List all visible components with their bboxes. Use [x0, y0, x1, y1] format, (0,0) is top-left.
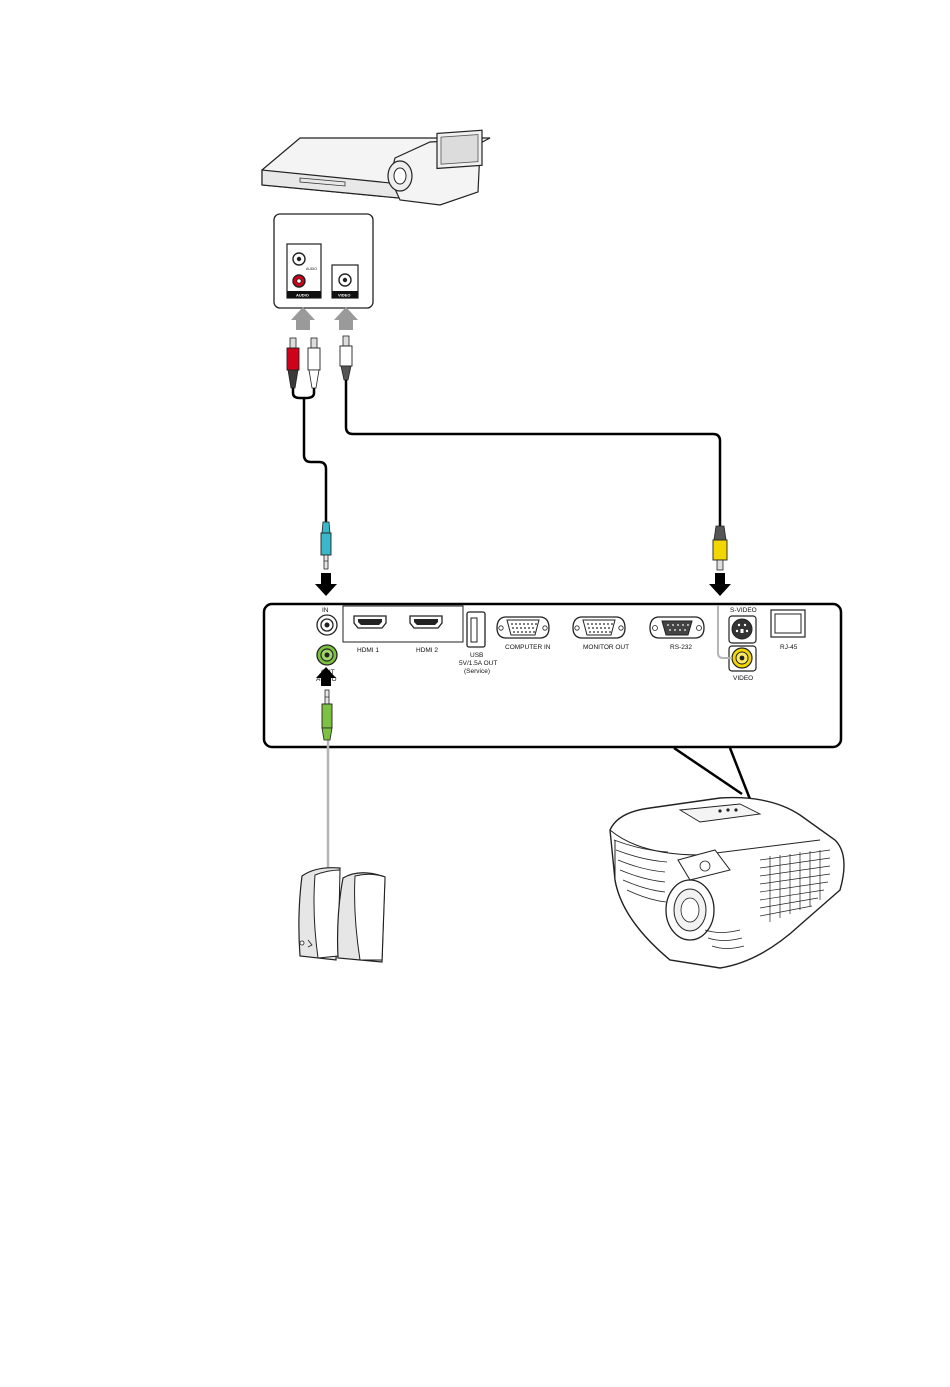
source-output-panel: AUDIO AUDIO VIDEO: [274, 214, 373, 308]
video-label: VIDEO: [733, 675, 753, 682]
video-source-devices-illustration: [262, 130, 490, 205]
hdmi2-label: HDMI 2: [416, 647, 438, 654]
hdmi1-port: [354, 616, 386, 628]
down-arrow-icon: [315, 573, 337, 596]
computer-in-label: COMPUTER IN: [505, 644, 551, 651]
audio-in-label: IN: [322, 607, 329, 614]
rca-yellow-plug: [713, 526, 727, 570]
audio-cable: [293, 388, 326, 522]
hdmi1-label: HDMI 1: [357, 647, 379, 654]
source-audio-label: AUDIO: [296, 293, 309, 298]
video-port: [729, 646, 756, 671]
speakers-illustration: [299, 868, 385, 962]
usb-port: [467, 612, 485, 647]
hdmi2-port: [410, 616, 442, 628]
projector-illustration: [610, 798, 844, 968]
computer-in-port: [497, 617, 549, 638]
usb-label: USB: [470, 652, 483, 659]
rs232-port: [650, 617, 704, 638]
usb-power-label: 5V/1.5A OUT: [459, 660, 497, 667]
source-video-label: VIDEO: [338, 293, 350, 298]
rca-white-plug: [308, 338, 320, 388]
up-arrow-icon: [334, 307, 358, 330]
rca-video-white-plug: [340, 336, 352, 380]
rs232-label: RS-232: [670, 644, 692, 651]
svideo-port: [729, 616, 756, 643]
rj45-port: [771, 610, 805, 637]
monitor-out-label: MONITOR OUT: [583, 644, 629, 651]
projector-rear-panel: IN OUT AUDIO HDMI 1 HDMI 2 USB: [264, 604, 841, 747]
up-arrow-icon: [291, 307, 315, 330]
source-audio-small-label: AUDIO: [306, 267, 317, 271]
mini-jack-cyan-plug: [321, 522, 331, 569]
svideo-label: S-VIDEO: [730, 607, 757, 614]
usb-service-label: (Service): [464, 668, 490, 675]
rca-red-plug: [287, 338, 299, 388]
rj45-label: RJ-45: [780, 644, 798, 651]
monitor-out-port: [573, 617, 625, 638]
video-cable: [346, 380, 720, 526]
down-arrow-icon: [709, 573, 731, 596]
